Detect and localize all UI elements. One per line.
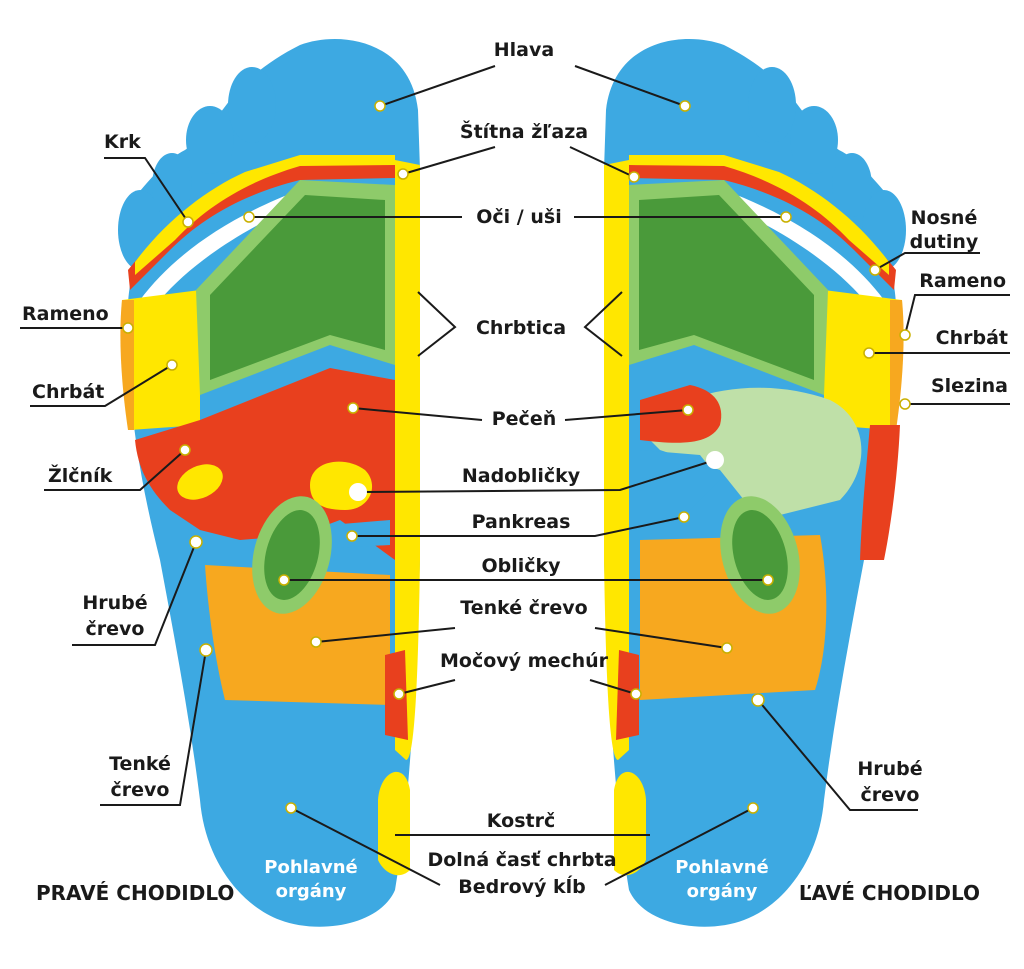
label-slezina: Slezina xyxy=(931,375,1008,397)
left-spleen-zone xyxy=(860,425,900,560)
left-toe-small-4 xyxy=(748,67,796,143)
right-toe-small-2 xyxy=(152,153,192,217)
left-toe-small-2 xyxy=(832,153,872,217)
label-chrbat-left: Chrbát xyxy=(936,327,1008,349)
right-neck-yellow xyxy=(135,155,395,275)
left-liver-zone xyxy=(640,385,722,443)
left-toe-small-3 xyxy=(790,106,838,174)
right-shoulder-edge xyxy=(120,300,134,430)
label-nosne-dutiny-1: Nosné xyxy=(911,207,978,229)
label-kostrc: Kostrč xyxy=(487,810,555,832)
labels: Hlava Štítna žľaza Oči / uši Chrbtica Pe… xyxy=(22,39,1008,905)
left-neck-yellow xyxy=(629,155,889,275)
right-kidney-inner xyxy=(264,510,320,600)
right-gallbladder xyxy=(177,464,223,500)
label-pohlavne-right-2: orgány xyxy=(276,881,347,902)
label-pecen: Pečeň xyxy=(492,408,557,430)
label-mocovy-mechur: Močový mechúr xyxy=(440,650,609,672)
label-tenke-crevo-right-1: Tenké xyxy=(109,753,171,775)
label-krk: Krk xyxy=(104,131,141,153)
left-shoulder-edge xyxy=(890,300,904,430)
right-coccyx-zone xyxy=(378,771,410,876)
label-nadoblicky: Nadobličky xyxy=(462,465,581,487)
label-oblicky: Obličky xyxy=(481,555,561,577)
foot-title-left: ĽAVÉ CHODIDLO xyxy=(799,881,980,905)
label-pankreas: Pankreas xyxy=(472,511,571,533)
right-toe-small-4 xyxy=(228,67,276,143)
right-shoulder-zone xyxy=(121,290,200,430)
right-head-zone-inner xyxy=(210,195,385,380)
label-oci-usi: Oči / uši xyxy=(476,206,561,228)
label-chrbtica: Chrbtica xyxy=(476,317,566,339)
marker-dots xyxy=(122,100,911,814)
left-bladder-zone xyxy=(616,650,639,740)
label-hrube-crevo-left-1: Hrubé xyxy=(857,758,922,780)
left-spine-zone xyxy=(604,160,629,760)
label-bedrovy-klb: Bedrový kĺb xyxy=(458,875,586,898)
label-hlava: Hlava xyxy=(494,39,554,61)
right-liver-zone xyxy=(135,368,395,560)
label-stitna-zlaza: Štítna žľaza xyxy=(460,119,588,143)
label-dolna-cast-chrbta: Dolná časť chrbta xyxy=(427,849,616,871)
right-intestine-zone xyxy=(205,565,390,705)
label-pohlavne-left-1: Pohlavné xyxy=(675,857,768,878)
label-hrube-crevo-left-2: črevo xyxy=(861,784,920,806)
left-kidney-inner xyxy=(732,510,788,600)
label-hrube-crevo-right-1: Hrubé xyxy=(82,592,147,614)
left-pancreas-zone xyxy=(640,450,720,520)
leader-lines xyxy=(20,65,1010,886)
right-pancreas-zone xyxy=(330,520,390,548)
label-nosne-dutiny-2: dutiny xyxy=(910,231,979,253)
left-head-zone-inner xyxy=(639,195,814,380)
left-shoulder-zone xyxy=(824,290,903,430)
label-hrube-crevo-right-2: črevo xyxy=(86,618,145,640)
label-tenke-crevo-right-2: črevo xyxy=(111,779,170,801)
left-foot xyxy=(604,38,906,927)
right-spine-zone xyxy=(395,160,420,760)
label-tenke-crevo-center: Tenké črevo xyxy=(460,597,587,619)
left-coccyx-zone xyxy=(614,771,646,876)
foot-title-right: PRAVÉ CHODIDLO xyxy=(36,881,234,905)
label-rameno-left: Rameno xyxy=(919,270,1006,292)
label-zlcnik: Žlčník xyxy=(48,464,113,487)
right-toe-small-3 xyxy=(186,106,234,174)
label-rameno-right: Rameno xyxy=(22,303,109,325)
label-chrbat-right: Chrbát xyxy=(32,381,104,403)
label-pohlavne-right-1: Pohlavné xyxy=(264,857,357,878)
label-pohlavne-left-2: orgány xyxy=(687,881,758,902)
